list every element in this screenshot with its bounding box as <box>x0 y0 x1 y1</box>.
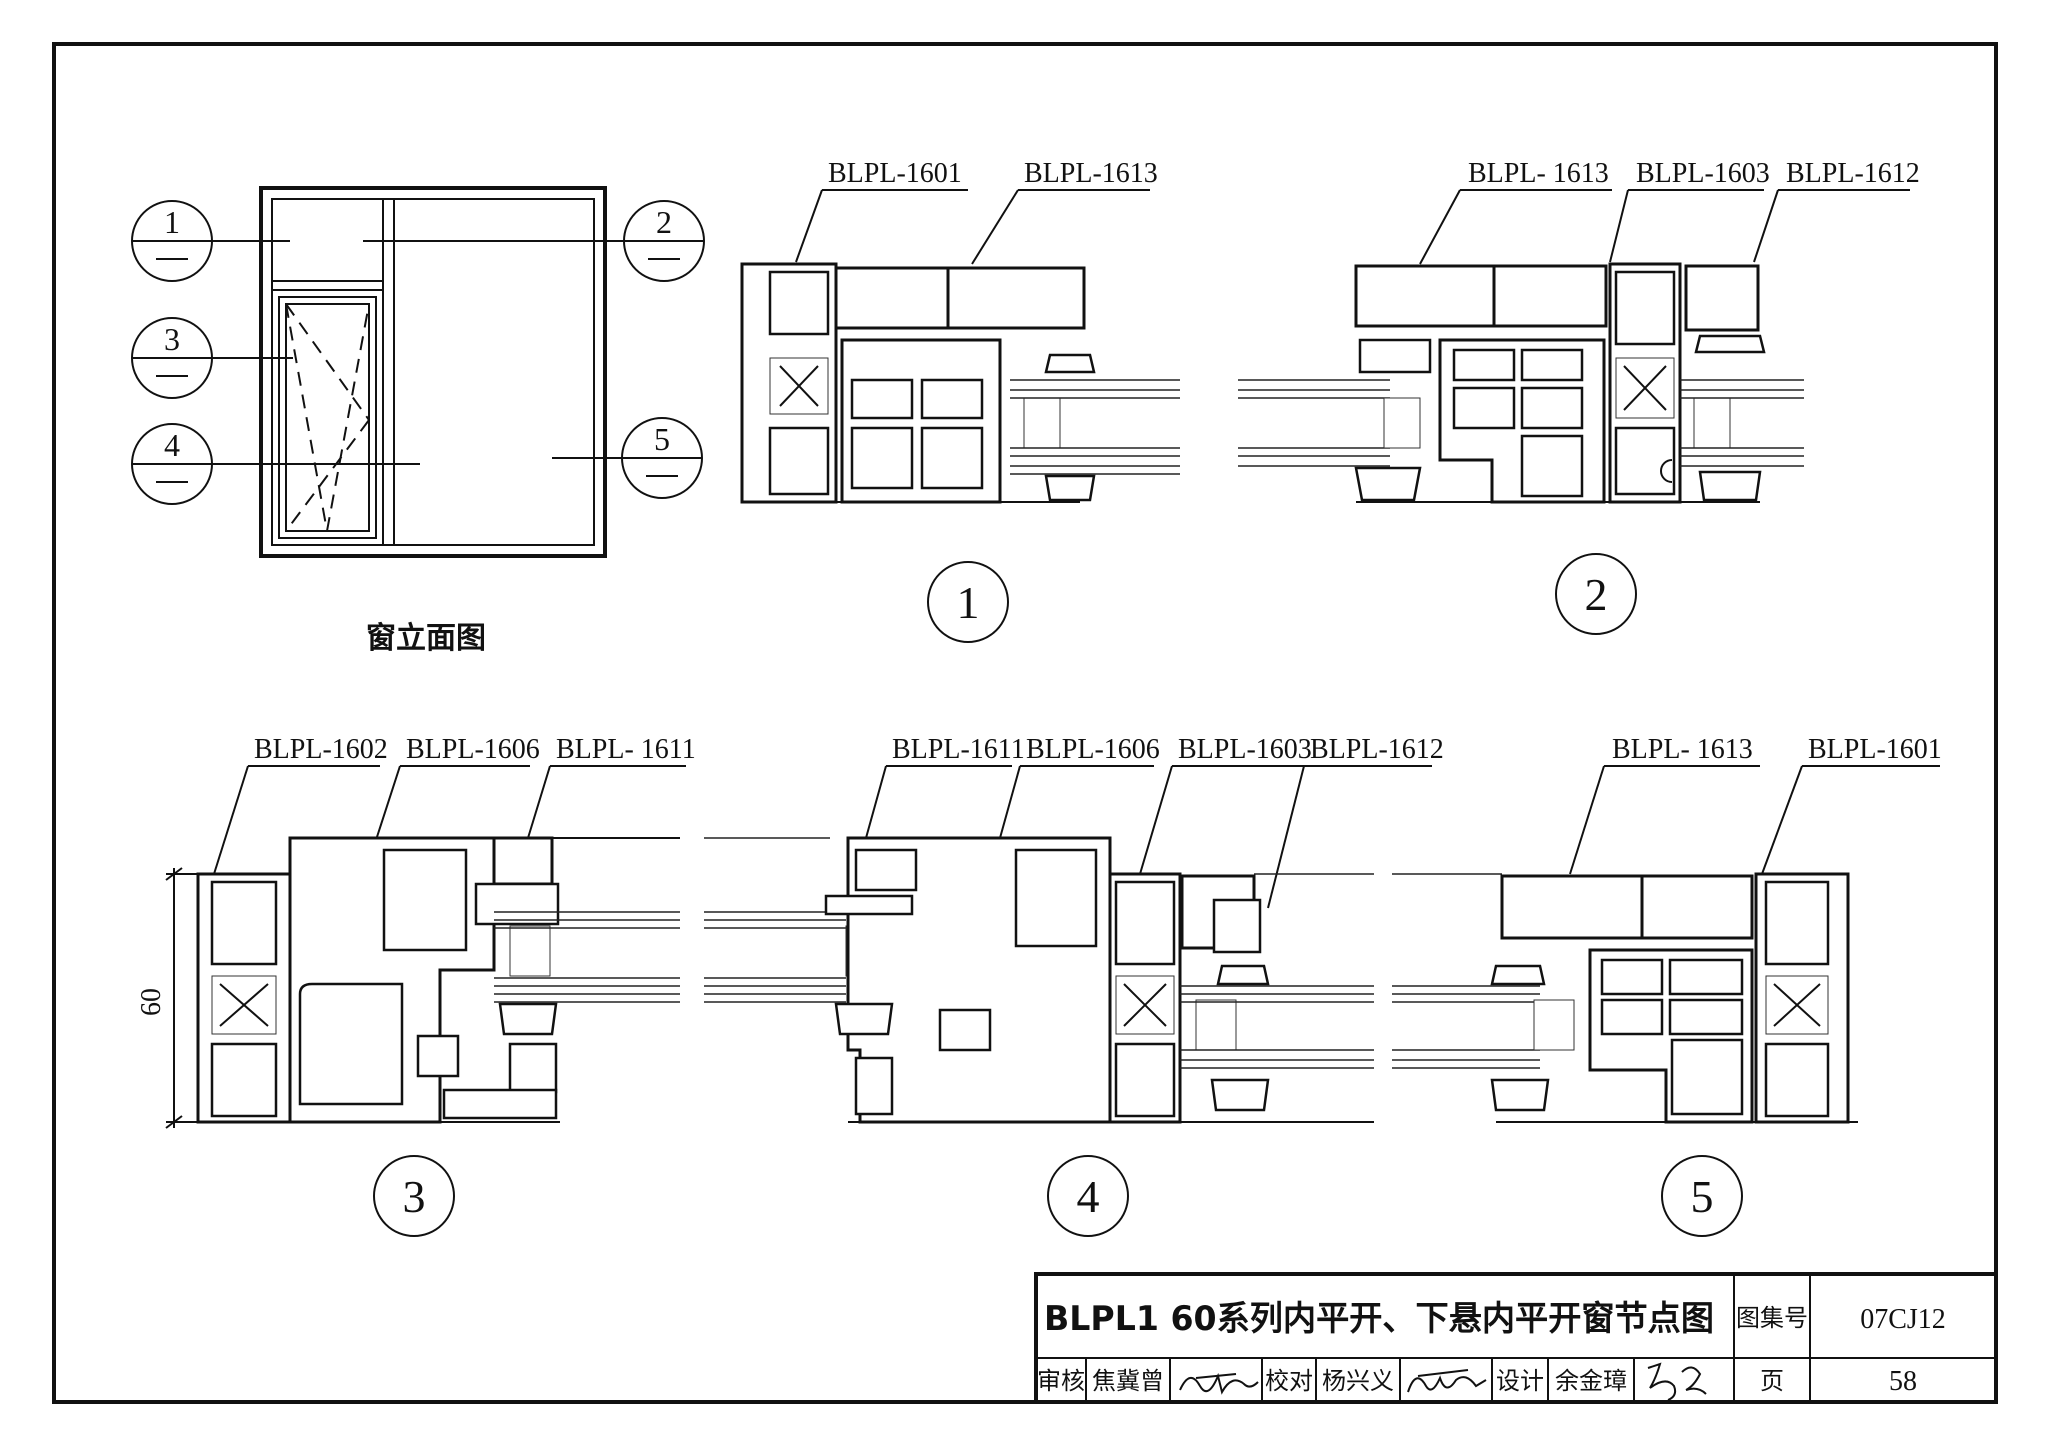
label-blpl-1606: BLPL-1606 <box>1026 734 1160 765</box>
review-label: 审核 <box>1037 1367 1085 1395</box>
page-number: 58 <box>1889 1366 1917 1397</box>
section-number-4 <box>1047 1155 1129 1237</box>
svg-text:3: 3 <box>403 1171 426 1222</box>
label-blpl-1606: BLPL-1606 <box>406 734 540 765</box>
section-number-1 <box>927 561 1009 643</box>
opening-tilt-line <box>285 303 328 532</box>
marker-bubble-4: 4 <box>131 423 213 505</box>
label-blpl-1601: BLPL-1601 <box>1808 734 1942 765</box>
elevation-caption: 窗立面图 <box>366 621 486 656</box>
designer-signature <box>1647 1362 1707 1401</box>
svg-text:2: 2 <box>1585 569 1608 620</box>
label-blpl-1603: BLPL-1603 <box>1636 158 1770 189</box>
section-4: BLPL-1611 BLPL-1606 BLPL-1603 BLPL-1612 <box>704 734 1444 1237</box>
design-label: 设计 <box>1496 1367 1544 1395</box>
checker-signature <box>1407 1369 1487 1393</box>
svg-text:4: 4 <box>1077 1171 1100 1222</box>
label-blpl-1611: BLPL- 1611 <box>556 734 696 765</box>
marker-bubble-5: 5 <box>621 417 703 499</box>
svg-text:1: 1 <box>164 204 180 240</box>
section-number-5 <box>1661 1155 1743 1237</box>
marker-bubble-3: 3 <box>131 317 213 399</box>
label-blpl-1603: BLPL-1603 <box>1178 734 1312 765</box>
marker-bubble-1: 1 <box>131 200 213 282</box>
label-blpl-1602: BLPL-1602 <box>254 734 388 765</box>
title-block: BLPL1 60系列内平开、下悬内平开窗节点图 图集号 07CJ12 审核 焦冀… <box>1034 1272 1998 1404</box>
svg-text:5: 5 <box>654 421 670 457</box>
svg-text:5: 5 <box>1691 1171 1714 1222</box>
label-blpl-1611: BLPL-1611 <box>892 734 1025 765</box>
section-1: BLPL-1601 BLPL-1613 <box>740 158 1180 643</box>
svg-text:3: 3 <box>164 321 180 357</box>
svg-text:1: 1 <box>957 577 980 628</box>
window-elevation: 1 2 3 4 5 窗立面图 <box>131 186 705 656</box>
label-blpl-1613: BLPL- 1613 <box>1468 158 1609 189</box>
dimension-60: 60 <box>136 988 167 1016</box>
page-label: 页 <box>1760 1367 1784 1395</box>
section-number-2 <box>1555 553 1637 635</box>
reviewer-signature <box>1179 1372 1259 1395</box>
label-blpl-1601: BLPL-1601 <box>828 158 962 189</box>
svg-text:4: 4 <box>164 427 180 463</box>
designer-name: 余金璋 <box>1555 1367 1627 1395</box>
atlas-label: 图集号 <box>1736 1304 1808 1332</box>
label-blpl-1613: BLPL- 1613 <box>1612 734 1753 765</box>
label-blpl-1612: BLPL-1612 <box>1786 158 1920 189</box>
opening-swing-line <box>285 303 370 421</box>
section-2: BLPL- 1613 BLPL-1603 BLPL-1612 <box>1238 158 1920 635</box>
section-number-3 <box>373 1155 455 1237</box>
atlas-number: 07CJ12 <box>1860 1304 1946 1335</box>
sheet-border <box>52 42 1998 1404</box>
label-blpl-1613: BLPL-1613 <box>1024 158 1158 189</box>
section-5: BLPL- 1613 BLPL-1601 5 <box>1392 734 1942 1237</box>
drawing-title: BLPL1 60系列内平开、下悬内平开窗节点图 <box>1044 1299 1714 1339</box>
reviewer-name: 焦冀曾 <box>1092 1367 1164 1395</box>
label-blpl-1612: BLPL-1612 <box>1310 734 1444 765</box>
check-label: 校对 <box>1265 1367 1313 1395</box>
checker-name: 杨兴义 <box>1322 1367 1394 1395</box>
marker-bubble-2: 2 <box>623 200 705 282</box>
section-3: BLPL-1602 BLPL-1606 BLPL- 1611 60 <box>136 734 696 1237</box>
svg-text:2: 2 <box>656 204 672 240</box>
